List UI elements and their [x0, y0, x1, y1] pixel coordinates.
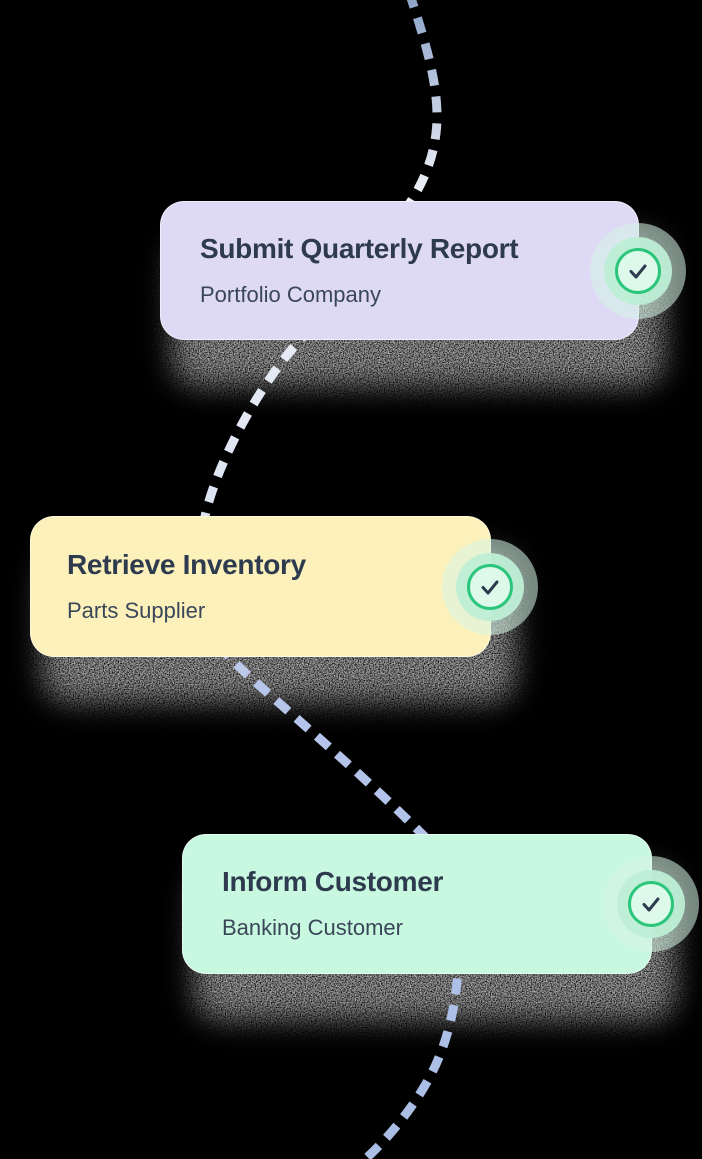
card-subtitle: Portfolio Company [200, 281, 381, 307]
task-card-inform-customer[interactable]: Inform Customer Banking Customer [182, 834, 699, 974]
checkmark-icon [481, 580, 499, 594]
checkmark-icon [642, 897, 660, 912]
check-circle-icon [603, 856, 699, 952]
check-ring [615, 247, 661, 294]
task-card-submit-quarterly-report[interactable]: Submit Quarterly Report Portfolio Compan… [160, 201, 686, 340]
card-title: Submit Quarterly Report [200, 232, 519, 264]
card-subtitle: Parts Supplier [67, 597, 206, 623]
card-title: Retrieve Inventory [67, 548, 306, 580]
check-ring [628, 881, 674, 927]
check-ring [467, 563, 513, 610]
checkmark-icon [629, 264, 647, 278]
check-circle-icon [442, 538, 538, 635]
card-title: Inform Customer [222, 866, 444, 898]
check-circle-icon [590, 222, 686, 319]
task-card-retrieve-inventory[interactable]: Retrieve Inventory Parts Supplier [30, 516, 538, 657]
card-subtitle: Banking Customer [222, 915, 403, 941]
